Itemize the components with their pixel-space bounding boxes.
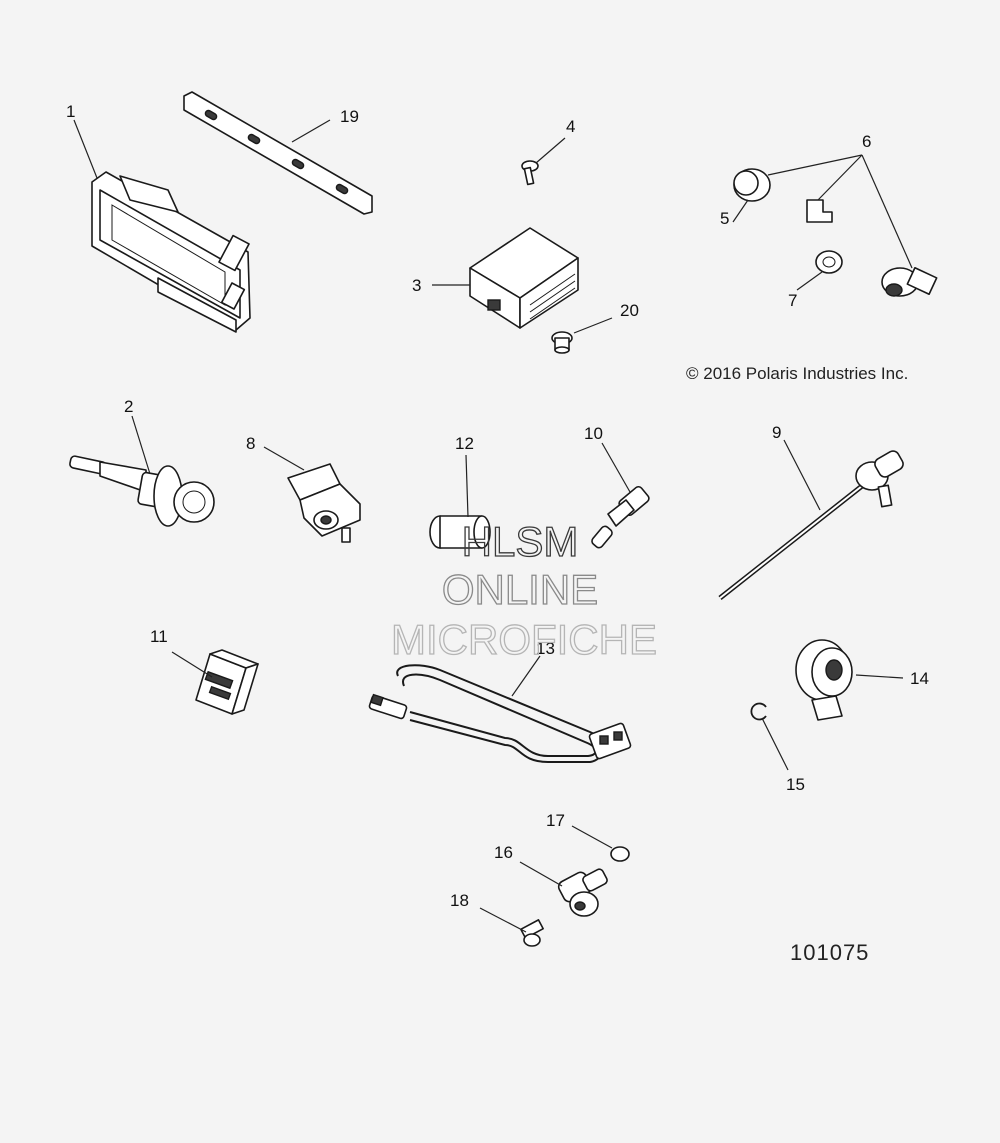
part-6-clip (806, 199, 833, 223)
callout-15: 15 (786, 775, 805, 794)
leader-1 (73, 119, 98, 179)
callout-14: 14 (910, 669, 929, 688)
leader-2 (131, 415, 151, 475)
part-3-module (469, 227, 579, 329)
watermark-line-3: MICROFICHE (391, 616, 657, 663)
part-4-screw (521, 160, 539, 186)
callout-13: 13 (536, 639, 555, 658)
part-9-probe-sensor (718, 450, 904, 600)
leader-6b (817, 154, 863, 201)
leader-11 (171, 651, 213, 678)
part-20-grommet (551, 331, 573, 354)
callout-11: 11 (150, 627, 168, 646)
callout-7: 7 (788, 291, 797, 310)
callout-5: 5 (720, 209, 729, 228)
callout-1: 1 (66, 102, 75, 121)
callout-16: 16 (494, 843, 513, 862)
callout-20: 20 (620, 301, 639, 320)
part-2-sensor (69, 455, 215, 527)
leader-13 (511, 655, 541, 697)
leader-14 (855, 674, 904, 679)
callout-19: 19 (340, 107, 359, 126)
leader-15 (761, 717, 789, 771)
callout-10: 10 (584, 424, 603, 443)
leader-4 (535, 137, 566, 164)
part-17-o-ring (610, 846, 630, 862)
leader-20 (573, 317, 613, 334)
part-18-bolt (520, 919, 544, 947)
leader-6c (861, 154, 913, 269)
leader-12 (465, 454, 469, 518)
part-15-clip-ring (750, 702, 767, 721)
leader-19 (291, 119, 331, 143)
part-6-connector (881, 266, 938, 297)
part-7-seal (815, 250, 843, 274)
watermark-line-1: HLSM (462, 518, 579, 565)
leader-7 (796, 271, 823, 291)
callout-18: 18 (450, 891, 469, 910)
callout-8: 8 (246, 434, 255, 453)
callout-6: 6 (862, 132, 871, 151)
part-5-plug (733, 168, 771, 202)
part-11-switch (195, 649, 259, 715)
part-10-temp-sensor (591, 485, 650, 549)
leader-6a (767, 154, 863, 176)
part-8-map-sensor (287, 463, 361, 543)
part-19-bracket (183, 91, 373, 215)
part-13-harness (368, 664, 632, 763)
part-12-sensor (429, 515, 491, 549)
part-1-ecu (91, 171, 251, 333)
leader-17 (571, 825, 613, 849)
leader-10 (601, 442, 631, 493)
watermark-line-2: ONLINE (442, 566, 598, 613)
leader-5 (732, 199, 749, 223)
leader-18 (479, 907, 527, 933)
leader-16 (519, 861, 563, 887)
callout-2: 2 (124, 397, 133, 416)
callout-3: 3 (412, 276, 421, 295)
callout-9: 9 (772, 423, 781, 442)
part-14-knock-sensor (795, 639, 853, 721)
callout-12: 12 (455, 434, 474, 453)
callout-4: 4 (566, 117, 575, 136)
leader-8 (263, 446, 305, 471)
callout-17: 17 (546, 811, 565, 830)
leader-9 (783, 439, 821, 511)
drawing-number: 101075 (790, 940, 869, 965)
copyright-notice: © 2016 Polaris Industries Inc. (686, 364, 908, 383)
part-16-speed-sensor (557, 868, 608, 917)
